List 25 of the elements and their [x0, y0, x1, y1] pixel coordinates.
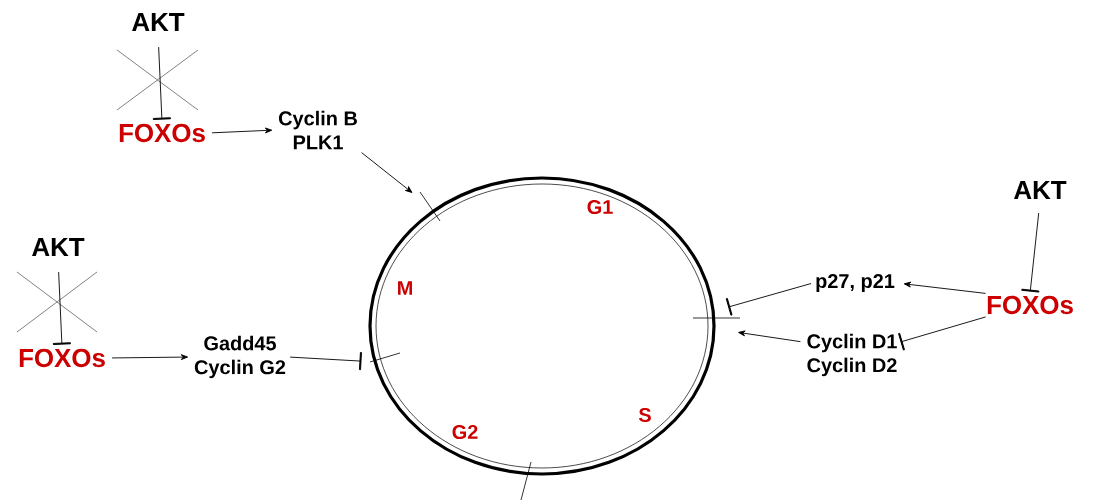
inhibition-line — [725, 283, 812, 316]
inhibition-line — [52, 271, 71, 345]
protein-label: FOXOs — [987, 295, 1073, 315]
arrow — [738, 330, 801, 343]
protein-label: FOXOs — [19, 348, 105, 368]
inhibition-line — [898, 316, 987, 351]
arrow — [361, 152, 413, 193]
protein-label: Cyclin D1 Cyclin D2 — [807, 333, 897, 377]
arrow — [211, 127, 273, 134]
phase-label: G2 — [452, 424, 478, 440]
inhibition-line — [1021, 212, 1040, 293]
protein-label: AKT — [132, 13, 185, 31]
phase-label: G1 — [587, 199, 613, 215]
inhibition-line — [289, 352, 362, 371]
protein-label: Gadd45 Cyclin G2 — [194, 335, 286, 379]
protein-label: AKT — [1014, 181, 1067, 199]
protein-label: FOXOs — [119, 123, 205, 143]
protein-label: Cyclin B PLK1 — [278, 110, 357, 150]
phase-label: M — [398, 281, 412, 295]
phase-label: S — [638, 407, 651, 423]
protein-label: AKT — [32, 238, 85, 256]
arrow — [111, 354, 189, 361]
protein-label: p27, p21 — [816, 274, 895, 292]
arrow — [903, 281, 987, 294]
inhibition-line — [152, 46, 171, 120]
